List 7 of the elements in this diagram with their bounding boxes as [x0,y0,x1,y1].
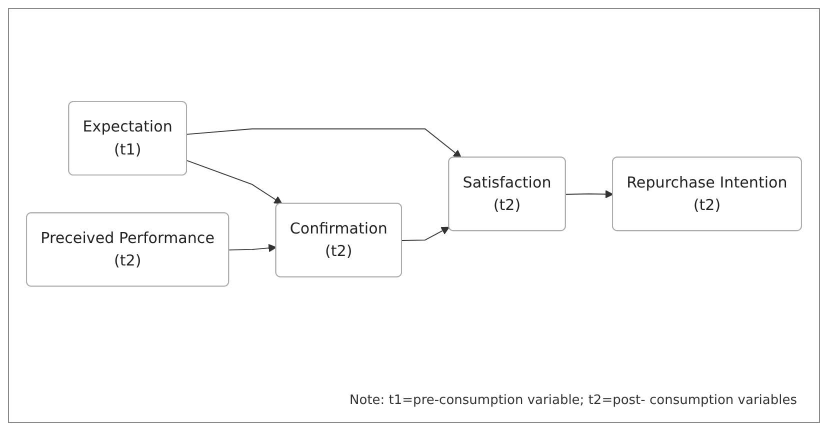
arrow [402,226,450,242]
arrow [186,128,462,158]
arrow [565,190,614,198]
note-text: Note: t1=pre-consumption variable; t2=post- consumption variables [350,393,797,408]
arrow [186,160,282,204]
arrow [228,244,277,252]
diagram-border: Expectation (t1) Preceived Performance (t2) Confirmation (t2) Satisfaction (t2) Repurchase Intention (t2) Note: t1=pre-consumption variable; t2=post- consumption variables [8,8,820,423]
